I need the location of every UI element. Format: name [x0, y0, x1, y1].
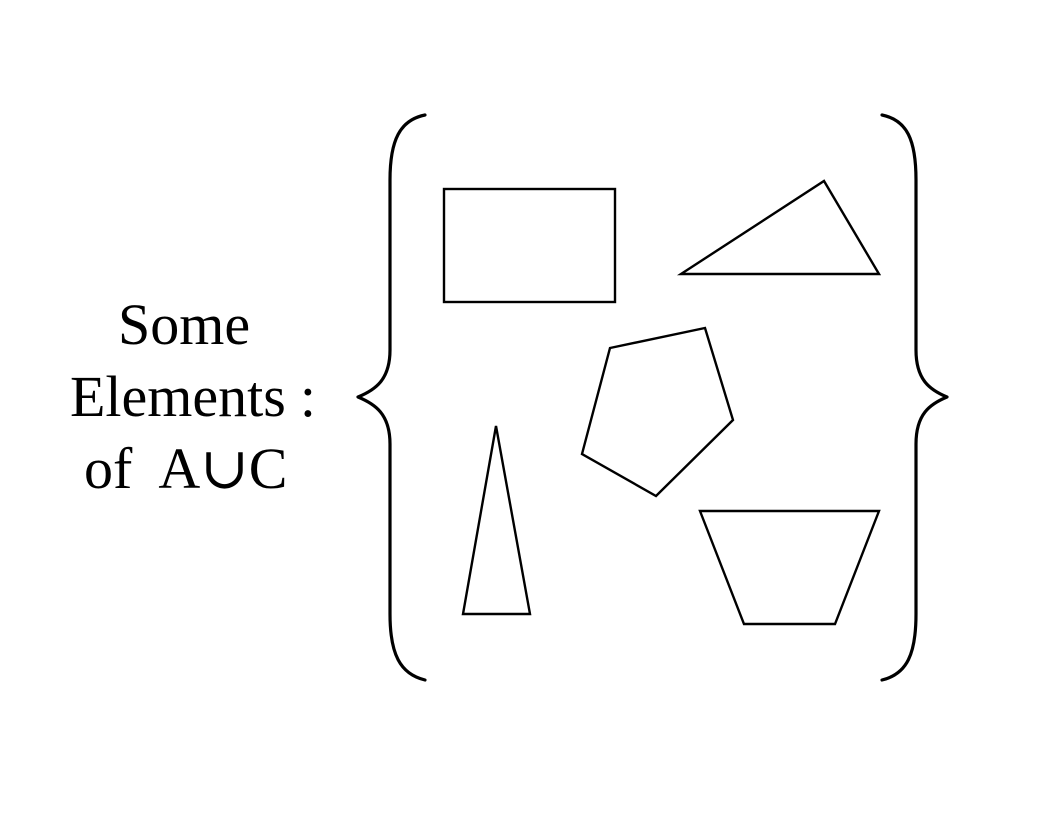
label-colon: :	[299, 364, 316, 429]
label-set-expression: A∪C	[158, 436, 288, 501]
label-line-some: Some	[118, 296, 250, 354]
right-curly-brace	[880, 113, 949, 682]
left-curly-brace	[356, 113, 427, 682]
label-elements-text: Elements	[70, 364, 286, 429]
trapezoid-shape	[698, 509, 881, 626]
rectangle-shape	[442, 187, 617, 304]
isosceles-triangle-shape	[461, 425, 532, 616]
pentagon-shape	[580, 326, 735, 498]
obtuse-triangle-shape	[676, 179, 882, 276]
label-line-elements: Elements:	[70, 368, 316, 426]
label-of-text: of	[84, 436, 133, 501]
label-some-text: Some	[118, 292, 251, 357]
